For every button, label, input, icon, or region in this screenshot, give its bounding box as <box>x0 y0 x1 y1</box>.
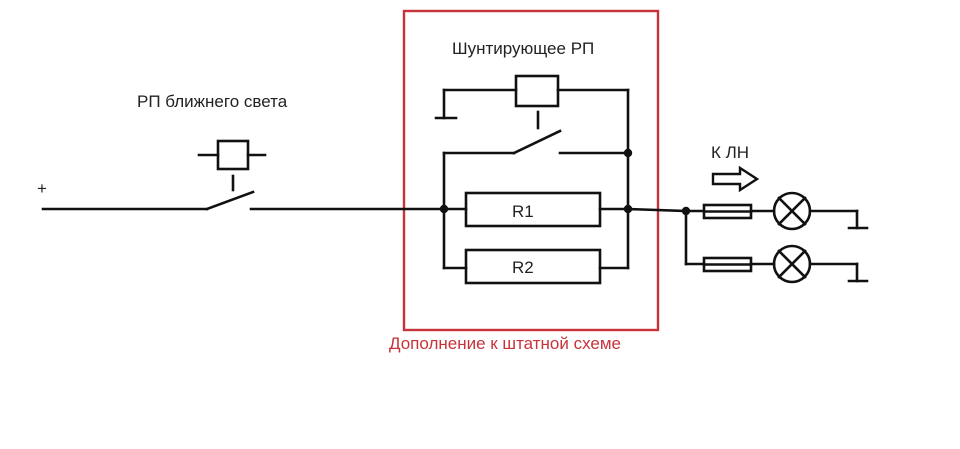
arrow-right-icon <box>711 165 760 193</box>
addition-frame <box>402 9 660 332</box>
junction-dot <box>439 204 449 214</box>
output-wire <box>626 207 688 213</box>
addition-note: Дополнение к штатной схеме <box>389 334 621 353</box>
low-beam-relay-label: РП ближнего света <box>137 92 288 111</box>
shunt-relay-coil-icon <box>442 74 630 130</box>
plus-label: + <box>37 179 47 198</box>
relay-coil-icon <box>197 139 267 192</box>
junction-dot <box>623 148 633 158</box>
resistor-r2-label: R2 <box>512 258 534 277</box>
to-lamps-label: К ЛН <box>711 143 749 162</box>
lamp-icon <box>772 191 812 231</box>
switch-contact-icon <box>205 190 255 211</box>
resistor-r1-label: R1 <box>512 202 534 221</box>
shunt-switch-contact-icon <box>442 129 630 155</box>
shunt-relay-label: Шунтирующее РП <box>452 39 594 58</box>
lamp-icon <box>772 244 812 284</box>
resistor-icon <box>464 248 602 285</box>
